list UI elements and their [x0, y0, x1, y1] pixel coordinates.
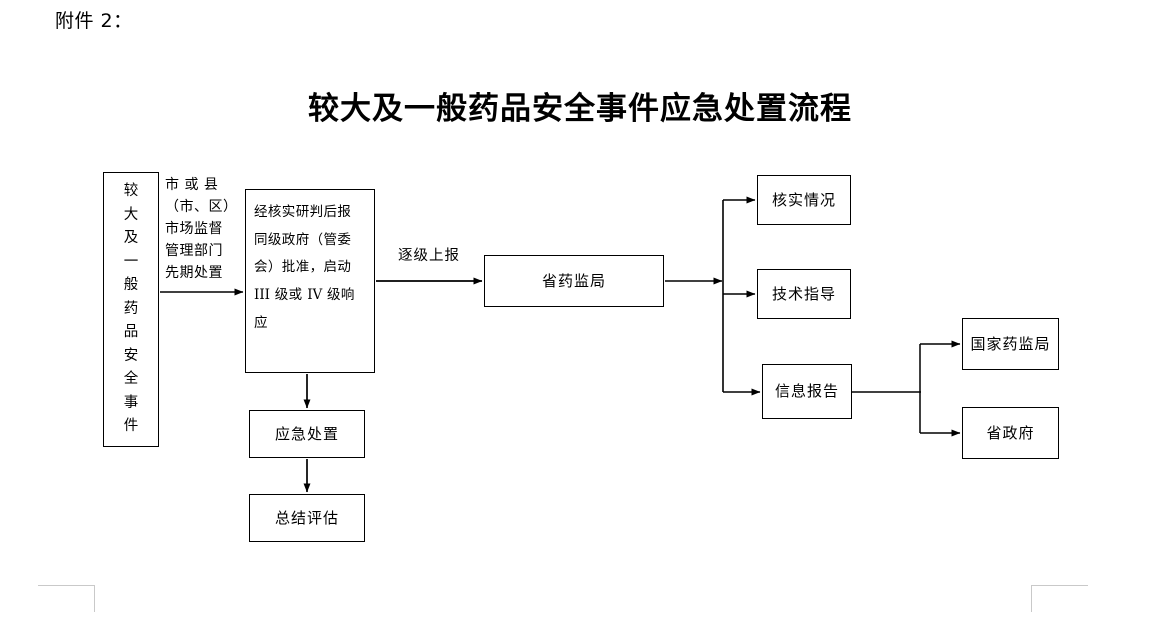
- node-technical-guidance-label: 技术指导: [771, 284, 836, 303]
- page-title: 较大及一般药品安全事件应急处置流程: [308, 91, 852, 127]
- approve-line-2: 同级政府（管委: [254, 231, 352, 248]
- node-provincial-government-label: 省政府: [986, 423, 1035, 442]
- approve-level-3-numeral: III: [254, 287, 270, 304]
- node-verify-situation[interactable]: 核实情况: [757, 175, 851, 225]
- node-approval-response-label: 经核实研判后报 同级政府（管委 会）批准，启动 III 级或 IV 级响 应: [246, 190, 374, 337]
- approve-line-4-mid: 级或: [270, 287, 308, 304]
- approve-line-3: 会）批准，启动: [254, 259, 352, 276]
- approve-line-5: 应: [254, 314, 268, 331]
- node-safety-event-label: 较大及一般药品安全事件: [123, 183, 139, 435]
- approve-line-1: 经核实研判后报: [254, 204, 352, 220]
- edge-label-escalate: 逐级上报: [398, 248, 460, 264]
- node-national-drug-administration-label: 国家药监局: [970, 334, 1051, 353]
- node-provincial-government[interactable]: 省政府: [962, 407, 1059, 459]
- edge-label-city-department: 市 或 县 （市、区） 市场监督 管理部门 先期处置: [165, 177, 238, 282]
- node-information-report-label: 信息报告: [774, 382, 839, 401]
- attachment-label: 附件 2：: [55, 10, 133, 32]
- node-approval-response[interactable]: 经核实研判后报 同级政府（管委 会）批准，启动 III 级或 IV 级响 应: [245, 189, 375, 373]
- node-information-report[interactable]: 信息报告: [762, 364, 852, 419]
- approve-level-4-numeral: IV: [307, 287, 323, 304]
- approve-line-4-end: 级响: [322, 287, 355, 304]
- node-summary-evaluation-label: 总结评估: [274, 508, 339, 527]
- node-summary-evaluation[interactable]: 总结评估: [249, 494, 365, 542]
- node-technical-guidance[interactable]: 技术指导: [757, 269, 851, 319]
- node-verify-situation-label: 核实情况: [771, 190, 836, 209]
- node-provincial-drug-administration-label: 省药监局: [541, 271, 606, 290]
- crop-mark-bottom-left: [38, 585, 95, 612]
- node-national-drug-administration[interactable]: 国家药监局: [962, 318, 1059, 370]
- node-emergency-response[interactable]: 应急处置: [249, 410, 365, 458]
- crop-mark-bottom-right: [1031, 585, 1088, 612]
- node-provincial-drug-administration[interactable]: 省药监局: [484, 255, 664, 307]
- node-safety-event[interactable]: 较大及一般药品安全事件: [103, 172, 159, 447]
- node-emergency-response-label: 应急处置: [274, 424, 339, 443]
